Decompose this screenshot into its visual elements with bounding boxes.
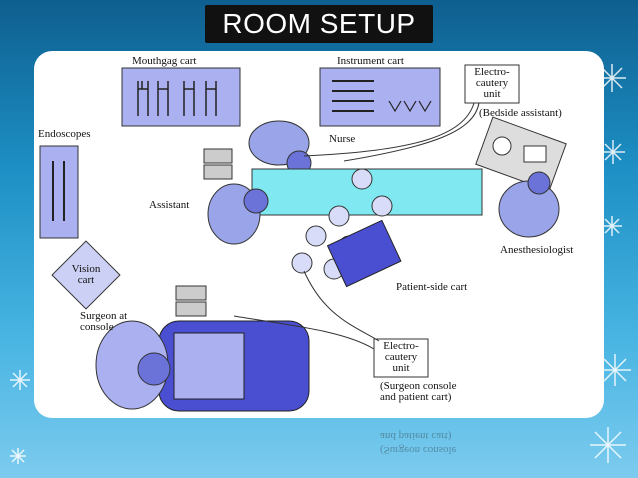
surgeon-console — [95, 320, 310, 412]
console-monitor-stack — [175, 285, 207, 317]
reflection-line-1: and patient cart) — [380, 430, 452, 442]
anesthesia-machine — [475, 116, 567, 192]
label-nurse: Nurse — [329, 133, 356, 145]
room-setup-diagram — [39, 64, 567, 412]
label-patient-side-cart: Patient-side cart — [396, 281, 468, 293]
label-bedside-assistant: (Bedside assistant) — [479, 107, 562, 119]
label-mouthgag-cart: Mouthgag cart — [132, 55, 197, 67]
label-surgeon-console-patient-cart: (Surgeon console and patient cart) — [380, 380, 457, 403]
label-electro-cautery-top: Electro- cautery unit — [474, 66, 510, 100]
assistant-figure — [207, 183, 269, 245]
slide-title: ROOM SETUP — [205, 5, 433, 43]
label-assistant: Assistant — [149, 199, 190, 211]
diagram-card: Mouthgag cart Instrument cart Electro- c… — [34, 51, 604, 418]
label-electro-cautery-bottom: Electro- cautery unit — [383, 340, 419, 374]
vision-cart — [51, 240, 121, 310]
electro-cautery-box-top — [464, 64, 520, 104]
label-endoscopes: Endoscopes — [38, 128, 91, 140]
label-surgeon-at-console: Surgeon at console — [80, 310, 128, 333]
nurse-figure — [248, 120, 312, 176]
endoscopes-tray — [39, 145, 79, 239]
diagram-reflection: and patient cart) (Surgeon console — [34, 420, 604, 478]
reflection-line-2: (Surgeon console — [380, 444, 457, 456]
electro-cautery-box-bottom — [373, 338, 429, 378]
label-anesthesiologist: Anesthesiologist — [500, 244, 574, 256]
label-vision-cart: Vision cart — [71, 263, 101, 286]
monitor-stack — [203, 148, 233, 180]
mouthgag-cart — [121, 67, 241, 127]
anesthesiologist-figure — [498, 171, 560, 238]
label-instrument-cart: Instrument cart — [337, 55, 404, 67]
instrument-cart — [319, 67, 441, 127]
patient-side-cart — [326, 219, 402, 288]
